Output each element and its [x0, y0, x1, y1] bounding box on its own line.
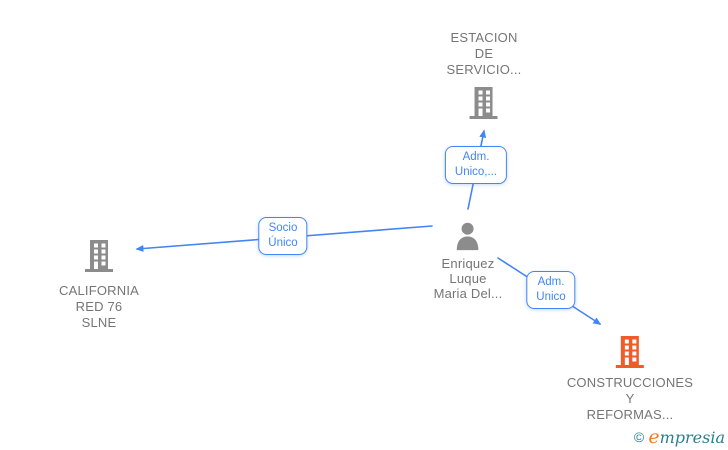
building-icon [84, 240, 113, 272]
node-label: ESTACION DE SERVICIO... [446, 30, 522, 77]
edge-label-adm-unico-right: Adm. Unico [526, 271, 576, 309]
empresia-watermark: © empresia [634, 427, 725, 449]
building-icon [616, 336, 644, 368]
node-label: Enriquez Luque Maria Del... [433, 256, 503, 301]
copyright-icon: © [633, 429, 645, 445]
node-estacion-de-servicio[interactable]: ESTACION DE SERVICIO... [447, 30, 522, 119]
node-person-enriquez-luque[interactable]: Enriquez Luque Maria Del... [434, 221, 503, 301]
node-construcciones-y-reformas[interactable]: CONSTRUCCIONES Y REFORMAS... [567, 336, 693, 423]
brand-logo-text: mpresia [659, 428, 725, 447]
edge-label-socio-unico: Socio Único [258, 217, 308, 255]
brand-logo-initial: e [648, 426, 660, 448]
edge-label-adm-unico-top: Adm. Unico,... [444, 146, 508, 184]
node-label: CONSTRUCCIONES Y REFORMAS... [566, 375, 694, 422]
node-california-red-76[interactable]: CALIFORNIA RED 76 SLNE [59, 240, 139, 331]
person-icon [457, 222, 479, 251]
building-icon [470, 87, 498, 119]
node-label: CALIFORNIA RED 76 SLNE [58, 283, 140, 330]
